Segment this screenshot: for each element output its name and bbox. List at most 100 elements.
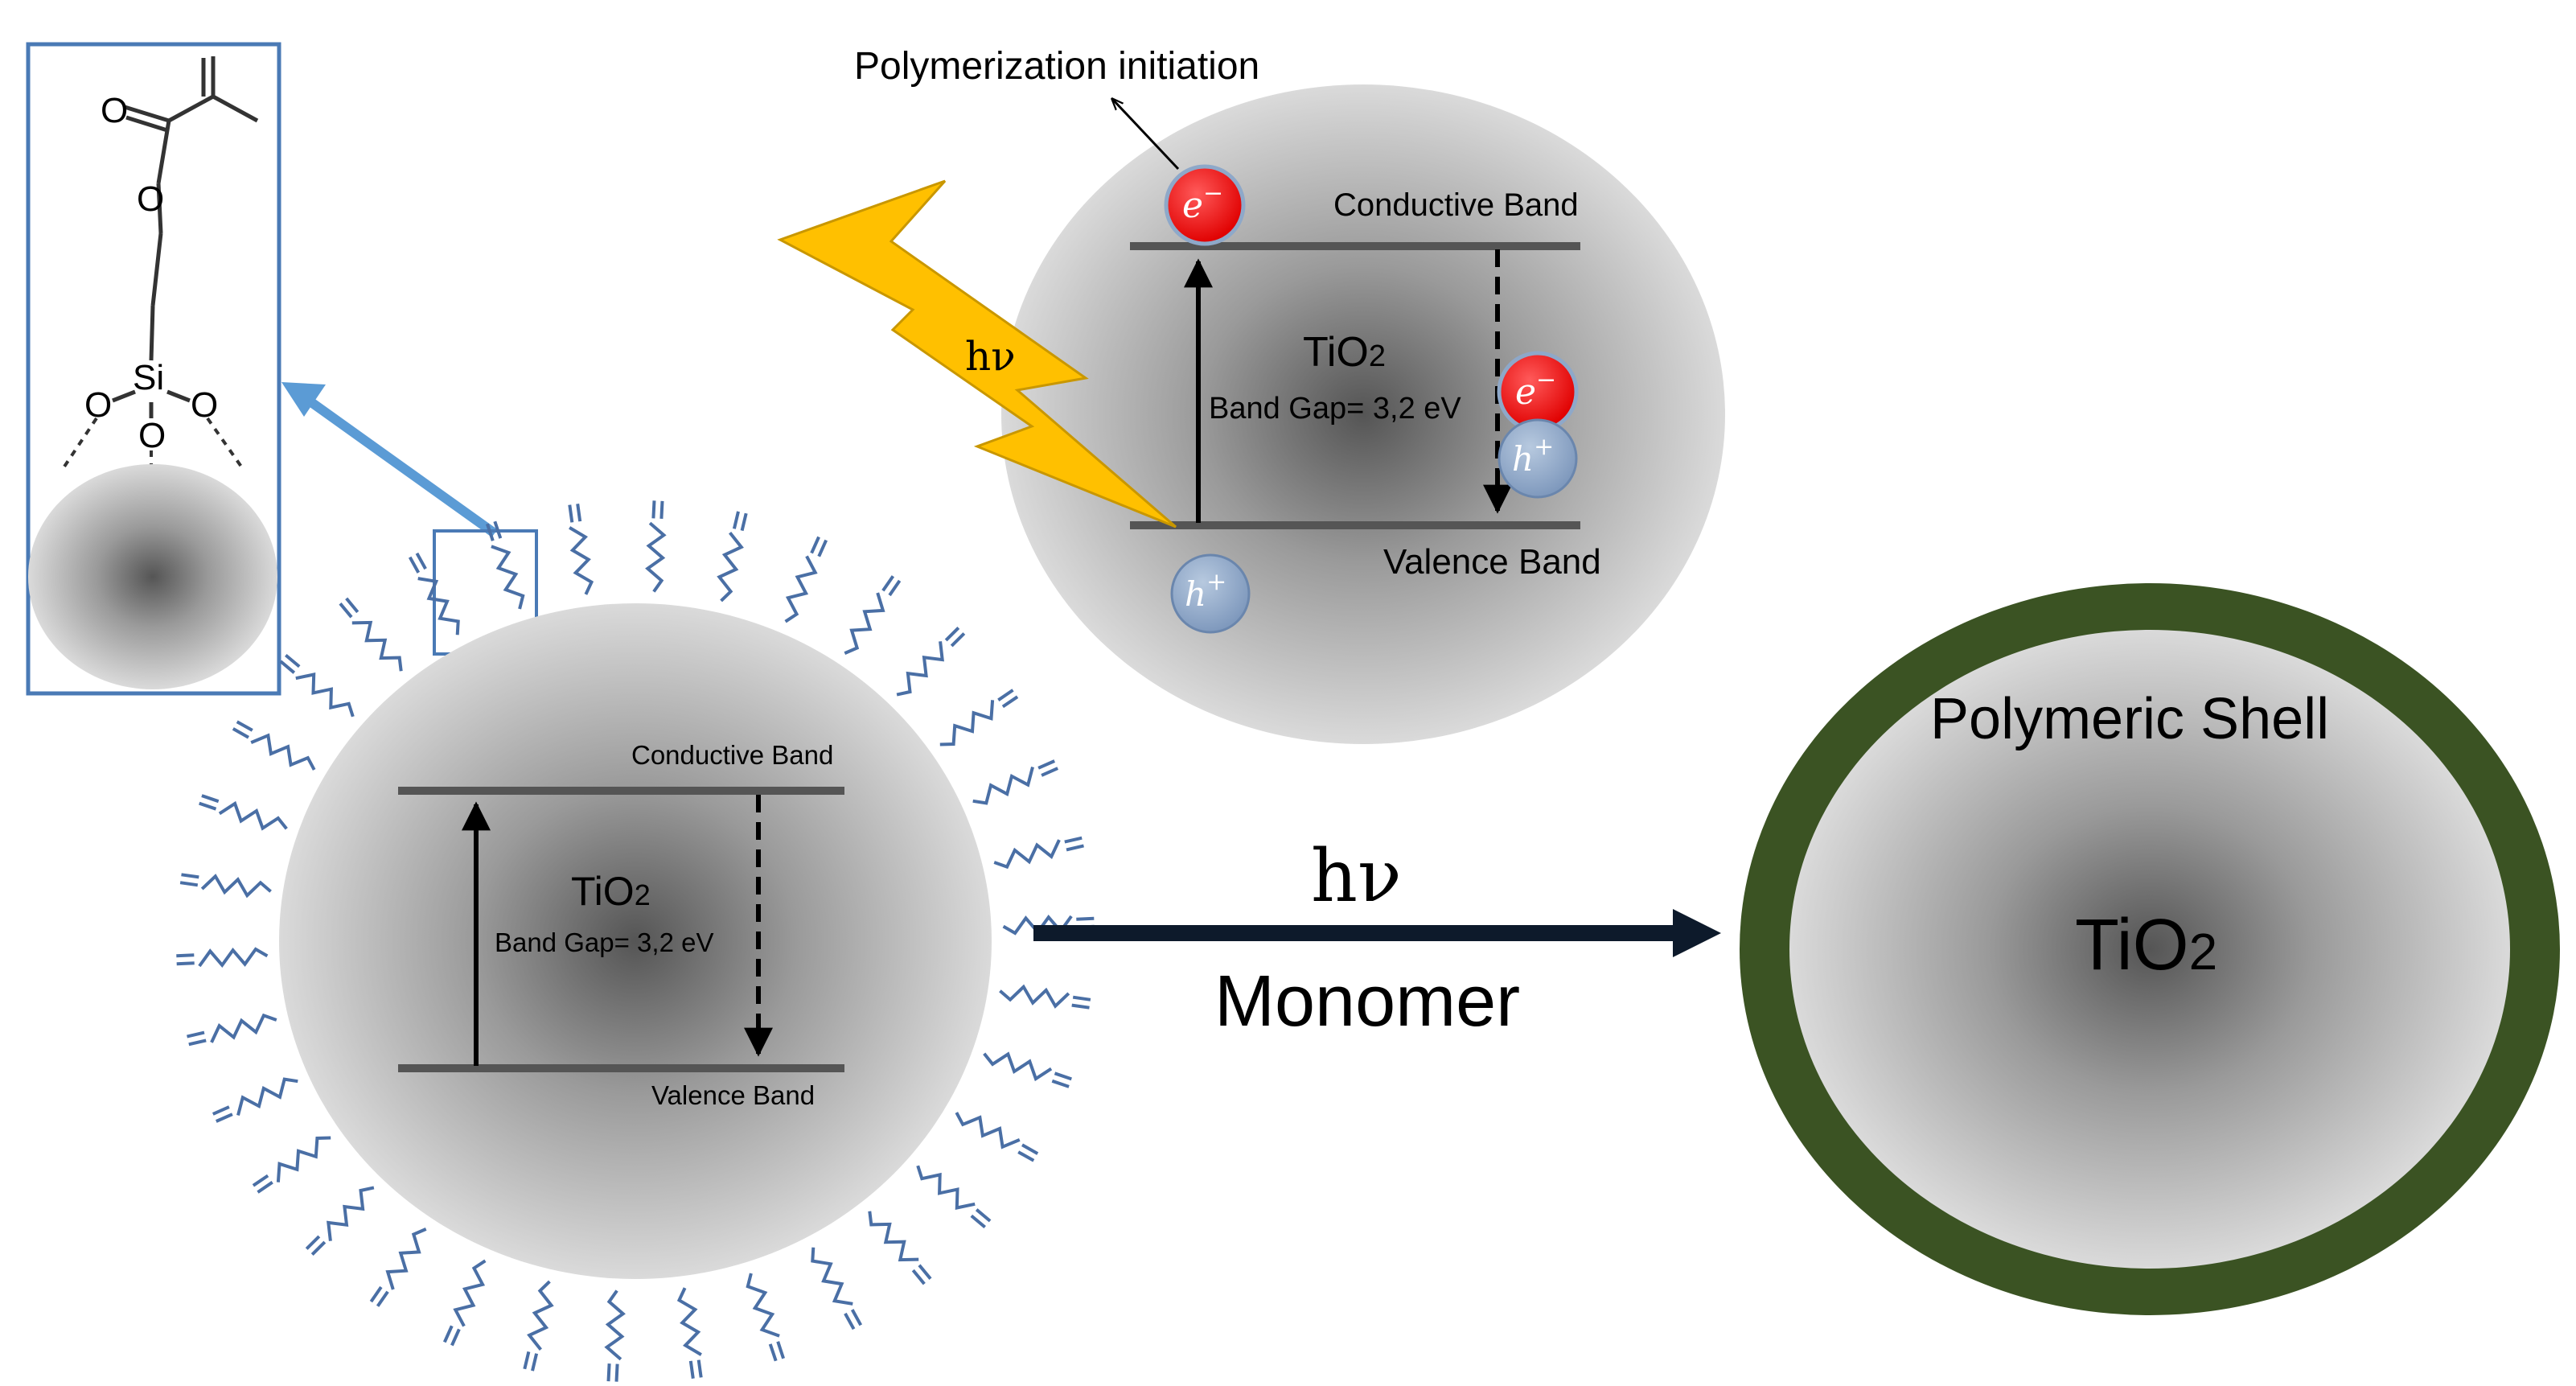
- ligand-double-bond: [257, 1181, 273, 1194]
- ligand-chain: [811, 1247, 853, 1306]
- ligand-double-bond: [450, 1328, 461, 1347]
- ligand-chain: [784, 555, 818, 623]
- tio2-core: [1789, 630, 2510, 1269]
- ligand-double-bond: [408, 556, 421, 574]
- ligand-double-bond: [1051, 1079, 1070, 1088]
- molecule-inset: O O Si O O O: [26, 42, 281, 696]
- ligand-chain: [676, 1287, 702, 1356]
- ligand-double-bond: [1072, 995, 1091, 1001]
- svg-text:e−: e−: [1182, 179, 1223, 226]
- ligand-double-bond: [1021, 1143, 1039, 1155]
- zoom-arrow: [281, 382, 498, 537]
- atom-o-left: O: [84, 385, 112, 425]
- ligand-chain: [983, 1051, 1053, 1082]
- ligand-chain: [218, 800, 288, 831]
- ligand-chain: [351, 620, 403, 672]
- ligand-double-bond: [732, 511, 740, 529]
- ligand-chain: [385, 1228, 427, 1290]
- inset-nanoparticle: [28, 464, 277, 689]
- particle-label: TiO2: [571, 869, 651, 914]
- ligand-chain: [198, 947, 269, 969]
- ligand-double-bond: [232, 727, 249, 739]
- ligand-chain: [250, 733, 316, 771]
- ligand-double-bond: [1054, 1071, 1072, 1081]
- ligand-double-bond: [740, 512, 748, 532]
- ligand-double-bond: [179, 881, 199, 887]
- band-gap-label: Band Gap= 3,2 eV: [1209, 392, 1461, 426]
- svg-text:h+: h+: [1185, 568, 1226, 614]
- ligand-double-bond: [659, 500, 664, 519]
- ligand-chain: [717, 531, 744, 603]
- ligand-chain: [210, 1013, 277, 1043]
- ligand-double-bond: [568, 504, 574, 523]
- particle-label: TiO2: [1303, 329, 1386, 376]
- core-label: TiO2: [2075, 905, 2217, 985]
- ligand-double-bond: [285, 653, 301, 668]
- ligand-double-bond: [376, 1290, 389, 1307]
- hole-right: h+: [1498, 418, 1578, 499]
- polymeric-shell-label: Polymeric Shell: [1930, 687, 2329, 751]
- atom-si: Si: [133, 358, 164, 397]
- polymerization-initiation-label: Polymerization initiation: [854, 45, 1259, 88]
- monomer-label: Monomer: [1214, 961, 1520, 1042]
- ligand-double-bond: [888, 579, 902, 597]
- atom-o-ester: O: [137, 179, 164, 219]
- ligand-double-bond: [493, 520, 503, 539]
- ligand-chains: [176, 500, 1095, 1382]
- ligand-double-bond: [1066, 844, 1084, 852]
- ligand-chain: [295, 672, 355, 718]
- ligand-double-bond: [1001, 695, 1019, 709]
- ligand-chain: [491, 545, 525, 610]
- valence-band-label: Valence Band: [651, 1080, 815, 1110]
- ligand-double-bond: [950, 632, 966, 648]
- ligand-chain: [868, 1211, 919, 1262]
- ligand-double-bond: [486, 523, 495, 541]
- electron-top: e−: [1164, 164, 1246, 246]
- ligand-double-bond: [614, 1363, 619, 1382]
- initiation-arrow: [1112, 99, 1180, 171]
- conductive-band-label: Conductive Band: [1333, 187, 1579, 223]
- ligand-chain: [993, 839, 1061, 870]
- ligand-chain: [417, 577, 460, 635]
- ligand-chain: [955, 1112, 1021, 1150]
- ligand-double-bond: [970, 1214, 986, 1229]
- ligand-chain: [939, 700, 995, 746]
- ligand-double-bond: [696, 1359, 703, 1378]
- ligand-chain: [569, 526, 594, 595]
- ligand-double-bond: [850, 1309, 863, 1326]
- atom-o-right: O: [191, 385, 218, 425]
- ligand-double-bond: [339, 603, 353, 619]
- ligand-double-bond: [944, 626, 960, 642]
- ligand-chain: [916, 1165, 976, 1210]
- mechanism-particle: Conductive Band Valence Band TiO2 Band G…: [1001, 84, 1725, 744]
- ligand-chain: [236, 1077, 298, 1117]
- ligand-chain: [327, 1186, 375, 1241]
- ligand-double-bond: [181, 873, 199, 879]
- ligand-double-bond: [997, 689, 1014, 701]
- ligand-double-bond: [442, 1325, 454, 1343]
- atom-o-bottom: O: [138, 416, 166, 455]
- ligand-chain: [527, 1280, 554, 1351]
- ligand-double-bond: [199, 801, 217, 811]
- ligand-double-bond: [810, 536, 820, 554]
- ligand-double-bond: [187, 1030, 205, 1038]
- ligand-chain: [453, 1259, 487, 1327]
- ligand-chain: [276, 1136, 331, 1182]
- functionalized-particle-core: [279, 603, 992, 1279]
- ligand-chain: [844, 592, 885, 655]
- ligand-double-bond: [212, 1105, 230, 1116]
- ligand-chain: [896, 641, 944, 697]
- ligand-double-bond: [1017, 1150, 1035, 1162]
- ligand-double-bond: [606, 1363, 611, 1382]
- ligand-double-bond: [305, 1235, 321, 1250]
- ligand-double-bond: [911, 1269, 926, 1285]
- ligand-double-bond: [651, 500, 656, 519]
- reaction-light-label: hν: [1311, 834, 1402, 919]
- ligand-chain: [645, 521, 667, 593]
- svg-text:e−: e−: [1515, 366, 1556, 413]
- ligand-double-bond: [523, 1351, 531, 1370]
- band-gap-label: Band Gap= 3,2 eV: [495, 927, 713, 957]
- ligand-double-bond: [415, 552, 427, 570]
- light-label: hν: [965, 333, 1016, 380]
